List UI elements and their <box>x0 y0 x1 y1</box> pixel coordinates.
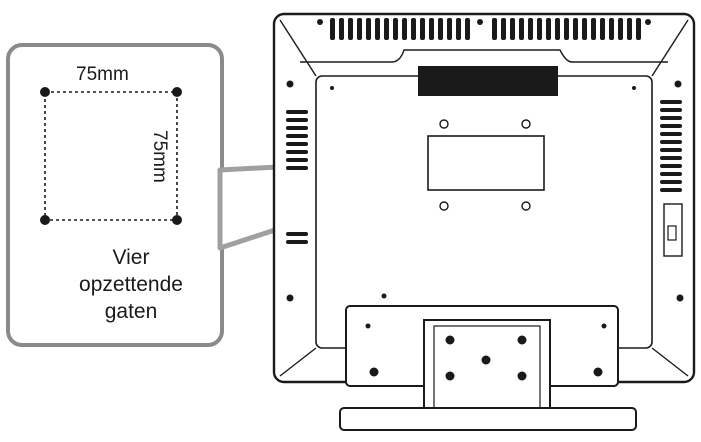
top-vents <box>330 18 641 40</box>
width-dimension-label: 75mm <box>76 64 129 85</box>
caption-line: gaten <box>104 300 158 323</box>
caption-line: opzettende <box>79 273 183 296</box>
mounting-hole <box>40 87 50 97</box>
caption-line: Vier <box>112 246 150 269</box>
height-dimension-label: 75mm <box>149 130 170 183</box>
handle-slot <box>418 66 558 96</box>
mounting-hole <box>172 215 182 225</box>
mounting-hole <box>40 215 50 225</box>
right-vents <box>660 100 682 192</box>
stand-neck <box>423 319 551 411</box>
left-vents <box>286 110 308 244</box>
mounting-hole <box>172 87 182 97</box>
vesa-plate <box>427 135 545 191</box>
stand-foot <box>339 407 637 431</box>
callout-caption: Vier opzettende gaten <box>56 244 206 325</box>
mounting-square <box>44 91 178 221</box>
